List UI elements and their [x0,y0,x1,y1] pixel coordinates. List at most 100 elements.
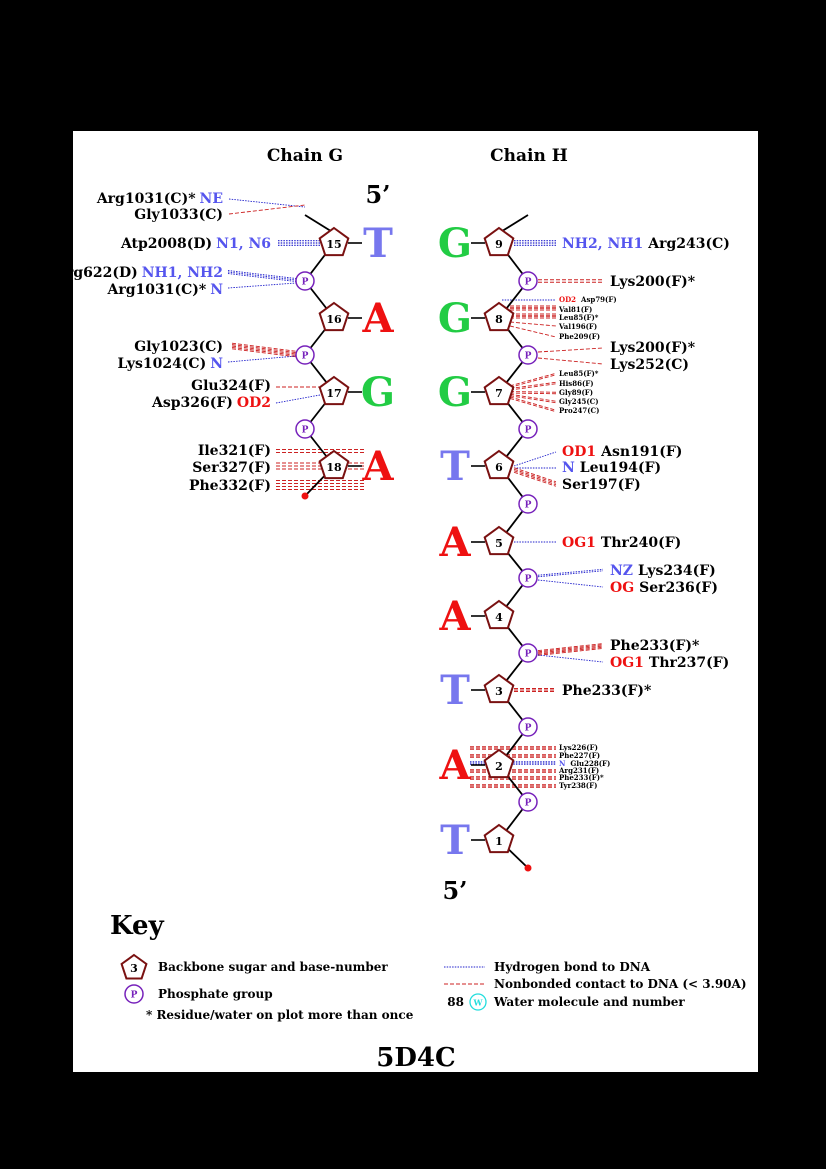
nonbond-line [231,346,297,356]
nonbond-line [231,345,297,355]
residue-label: Ile321(F) [198,443,271,459]
sugar-pentagon [483,449,515,480]
nonbond-line [228,204,306,215]
residue-label: Phe209(F) [559,332,600,341]
base-letter: A [438,519,471,566]
residue-label: Gly1023(C) [134,339,223,355]
nonbond-line [537,357,604,365]
residue-label: Ser327(F) [192,460,271,476]
key-sugar-desc: Backbone sugar and base-number [158,960,388,974]
nonbond-line [509,372,557,387]
phosphate-circle [518,345,538,365]
base-letter: G [438,295,472,342]
atom-label: OD2 [559,295,576,304]
key-water-symbol: W [473,998,484,1008]
sugar-pentagon [483,375,515,406]
residue-label: Asp79(F) [580,295,617,304]
hbond-line [537,570,604,578]
sugar-number: 18 [326,461,342,474]
nonbond-line [509,396,557,411]
residue-label: Lys252(C) [610,357,689,373]
residue-label: Val196(F) [558,322,597,331]
atom-label: OD2 [237,395,271,411]
base-letter: A [361,295,394,342]
hbond-line [537,579,604,588]
sugar-pentagon [318,449,350,480]
hbond-line [227,273,297,282]
sugar-number: 8 [495,313,503,326]
atom-label: OG1 [610,655,644,671]
atom-label: NE [200,191,223,207]
sugar-pentagon [483,301,515,332]
residue-label: Arg1031(C)* [96,191,196,207]
phosphate-label: P [525,799,532,809]
atom-label: N1, N6 [216,236,271,252]
base-letter: A [438,593,471,640]
residue-label: Thr237(F) [649,655,729,671]
nonbond-line [509,391,557,393]
residue-label: Lys226(F) [559,743,598,752]
phosphate-circle [518,568,538,588]
chain-h-5prime: 5’ [442,876,467,905]
hbond-line [228,198,306,208]
sugar-number: 9 [495,238,503,251]
chain-h-3prime-dot [524,864,532,872]
atom-label: NH2, NH1 [562,236,643,252]
phosphate-label: P [525,724,532,734]
sugar-number: 17 [326,387,341,400]
key-water-icon [469,993,487,1011]
residue-label: Arg622(D) [73,265,138,281]
hbond-line [227,270,297,279]
sugar-pentagon [483,226,515,257]
atom-label: N [210,356,223,372]
base-letter: T [440,817,470,864]
residue-label: Phe227(F) [559,751,600,760]
sugar-pentagon [483,525,515,556]
nonbond-line [537,643,604,652]
atom-label: NZ [610,563,633,579]
phosphate-label: P [525,501,532,511]
nonbond-line [513,471,557,487]
residue-label: Glu228(F) [570,759,610,768]
sugar-number: 2 [495,760,503,773]
nonbond-line [537,647,604,656]
atom-label: OD1 [562,444,596,460]
key-sugar-number: 3 [130,962,138,975]
atom-label: OG [610,580,634,596]
chain-g-5prime: 5’ [365,180,390,209]
residue-label: Glu324(F) [191,378,271,394]
hbond-line [227,282,297,289]
nonbond-line [509,395,557,404]
base-letter: T [440,667,470,714]
nonbond-line [509,374,557,388]
residue-label: Gly245(C) [559,397,599,406]
residue-label: Gly89(F) [559,388,593,397]
residue-label: Arg231(F) [558,766,599,775]
key-hbond-desc: Hydrogen bond to DNA [494,960,651,974]
phosphate-label: P [525,650,532,660]
sugar-pentagon [318,301,350,332]
sugar-number: 7 [495,387,503,400]
phosphate-circle [518,792,538,812]
residue-label: Leu194(F) [580,460,661,476]
nonbond-line [231,342,297,352]
residue-label: Arg1031(C)* [106,282,206,298]
residue-label: Phe233(F)* [610,638,700,654]
residue-label: Lys200(F)* [610,274,696,290]
key-nonbond-desc: Nonbonded contact to DNA (< 3.90A) [494,977,747,991]
residue-label: Leu85(F)* [559,313,599,322]
key-phosphate-label: P [131,991,138,1001]
diagram-title: 5D4C [376,1043,455,1072]
residue-label: Thr240(F) [601,535,681,551]
nonbond-line [509,381,557,389]
hbond-line [537,654,604,663]
key-title: Key [110,911,165,941]
sugar-number: 4 [495,611,503,624]
key-sugar-icon [120,953,148,980]
nonbond-line [537,644,604,653]
nonbond-line [537,347,604,353]
phosphate-label: P [302,352,309,362]
base-letter: G [438,220,472,267]
